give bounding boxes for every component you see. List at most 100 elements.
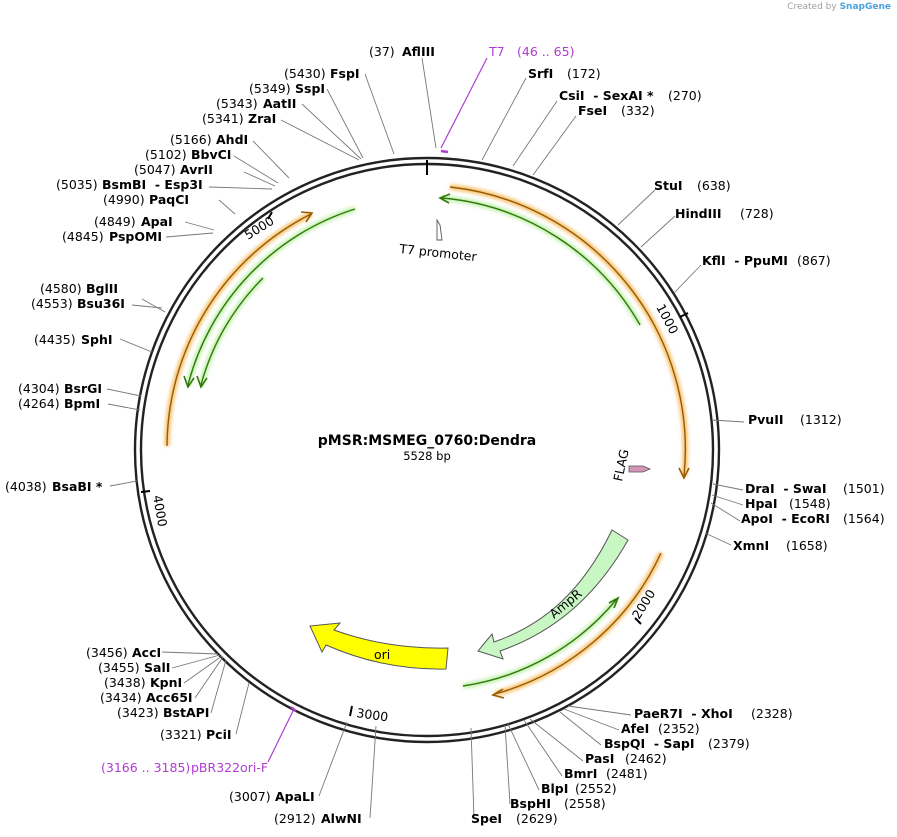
site-hindiii-name[interactable]: HindIII: [675, 206, 722, 221]
site-sspi-pos: (5349): [249, 81, 291, 96]
site-sali-pos: (3455): [98, 660, 140, 675]
site-bspqi-name[interactable]: BspQI - SapI: [604, 736, 694, 751]
primer-t7[interactable]: T7 (46 .. 65): [440, 44, 574, 154]
site-pcii-name[interactable]: PciI: [206, 727, 232, 742]
site-sphi-pos: (4435): [34, 332, 76, 347]
site-fsei-pos: (332): [621, 103, 655, 118]
t7-promoter-feature[interactable]: T7 promoter: [398, 218, 479, 264]
ori-label: ori: [374, 647, 390, 662]
site-apai-pos: (4849): [94, 214, 136, 229]
site-bsrgi-name[interactable]: BsrGI: [64, 381, 102, 396]
site-apali-name[interactable]: ApaLI: [275, 789, 315, 804]
site-spei-name[interactable]: SpeI: [471, 811, 502, 826]
site-xmni-pos: (1658): [786, 538, 828, 553]
orf-green-lower-right: [462, 596, 620, 689]
credit-prefix: Created by: [787, 2, 837, 12]
primer-t7-range: (46 .. 65): [517, 44, 574, 59]
site-kfli-name[interactable]: KflI - PpuMI: [702, 253, 788, 268]
site-apoi-pos: (1564): [843, 511, 885, 526]
primer-pbr322ori-f[interactable]: (3166 .. 3185) pBR322ori-F: [101, 706, 297, 775]
site-acc65i-pos: (3434): [100, 690, 142, 705]
site-avrii-name[interactable]: AvrII: [180, 162, 213, 177]
site-pvuii-name[interactable]: PvuII: [748, 412, 784, 427]
site-bsmbi-pos: (5035): [56, 177, 98, 192]
site-bbvci-pos: (5102): [145, 147, 187, 162]
site-ahdi-pos: (5166): [170, 132, 212, 147]
site-avrii-pos: (5047): [134, 162, 176, 177]
site-sphi-name[interactable]: SphI: [81, 332, 113, 347]
site-apoi-name[interactable]: ApoI - EcoRI: [741, 511, 830, 526]
site-apali-pos: (3007): [229, 789, 271, 804]
site-acci-name[interactable]: AccI: [132, 645, 161, 660]
site-bpmi-name[interactable]: BpmI: [64, 396, 100, 411]
site-bsabi-name[interactable]: BsaBI *: [52, 479, 103, 494]
ampr-feature[interactable]: AmpR: [477, 529, 629, 660]
site-labels: (37) AflIII SrfI (172) CsiI - SexAI * (2…: [5, 44, 885, 826]
site-apai-name[interactable]: ApaI: [141, 214, 173, 229]
site-paer7i-pos: (2328): [751, 706, 793, 721]
tick-4000: 4000: [140, 490, 170, 528]
site-csii-name[interactable]: CsiI - SexAI *: [559, 88, 654, 103]
site-ahdi-name[interactable]: AhdI: [216, 132, 248, 147]
site-drai-pos: (1501): [843, 481, 885, 496]
site-bbvci-name[interactable]: BbvCI: [191, 147, 231, 162]
site-afliii-pos: (37): [369, 44, 395, 59]
site-paqci-pos: (4990): [103, 192, 145, 207]
site-bsu36i-pos: (4553): [31, 296, 73, 311]
orf-arc-lower-right: [490, 551, 664, 699]
site-bglii-name[interactable]: BglII: [86, 281, 118, 296]
site-fspi-name[interactable]: FspI: [330, 66, 360, 81]
site-paer7i-name[interactable]: PaeR7I - XhoI: [634, 706, 733, 721]
site-xmni-name[interactable]: XmnI: [733, 538, 769, 553]
site-bsmbi-name[interactable]: BsmBI - Esp3I: [102, 177, 203, 192]
ori-feature[interactable]: ori: [309, 622, 449, 670]
primer-pbr322ori-f-name: pBR322ori-F: [191, 760, 268, 775]
site-alwni-name[interactable]: AlwNI: [321, 811, 362, 826]
tick-label-4000: 4000: [150, 494, 170, 528]
orf-arc-right: [449, 184, 690, 480]
site-blpi-pos: (2552): [575, 781, 617, 796]
site-srfi-name[interactable]: SrfI: [528, 66, 553, 81]
site-fsei-name[interactable]: FseI: [578, 103, 607, 118]
site-hindiii-pos: (728): [740, 206, 774, 221]
site-blpi-name[interactable]: BlpI: [541, 781, 568, 796]
credit-text: Created by SnapGene: [787, 2, 891, 12]
site-alwni-pos: (2912): [274, 811, 316, 826]
site-sspi-name[interactable]: SspI: [295, 81, 325, 96]
site-acc65i-name[interactable]: Acc65I: [146, 690, 193, 705]
site-bsphi-pos: (2558): [564, 796, 606, 811]
site-bmri-name[interactable]: BmrI: [564, 766, 597, 781]
site-afliii-name[interactable]: AflIII: [402, 44, 435, 59]
flag-feature[interactable]: FLAG: [610, 448, 652, 483]
site-fspi-pos: (5430): [284, 66, 326, 81]
site-pcii-pos: (3321): [160, 727, 202, 742]
tick-2000: 2000: [629, 587, 658, 625]
site-zrai-pos: (5341): [202, 111, 244, 126]
site-zrai-name[interactable]: ZraI: [248, 111, 276, 126]
site-paqci-name[interactable]: PaqCI: [149, 192, 189, 207]
site-stui-pos: (638): [697, 178, 731, 193]
site-leader-lines: [106, 57, 745, 819]
site-afei-name[interactable]: AfeI: [621, 721, 649, 736]
site-kpni-name[interactable]: KpnI: [150, 675, 182, 690]
site-pasi-name[interactable]: PasI: [585, 751, 614, 766]
site-bsu36i-name[interactable]: Bsu36I: [77, 296, 125, 311]
orf-arc-left: [164, 211, 314, 447]
site-pasi-pos: (2462): [625, 751, 667, 766]
site-acci-pos: (3456): [86, 645, 128, 660]
site-sali-name[interactable]: SalI: [144, 660, 170, 675]
site-aatii-name[interactable]: AatII: [263, 96, 296, 111]
site-stui-name[interactable]: StuI: [654, 178, 683, 193]
site-hpai-name[interactable]: HpaI: [745, 496, 778, 511]
flag-label: FLAG: [610, 448, 631, 483]
site-srfi-pos: (172): [567, 66, 601, 81]
site-drai-name[interactable]: DraI - SwaI: [745, 481, 827, 496]
site-bsphi-name[interactable]: BspHI: [510, 796, 551, 811]
site-bglii-pos: (4580): [40, 281, 82, 296]
t7-promoter-label: T7 promoter: [398, 241, 479, 264]
site-kfli-pos: (867): [797, 253, 831, 268]
site-afei-pos: (2352): [658, 721, 700, 736]
site-bstapi-name[interactable]: BstAPI: [163, 705, 209, 720]
primer-t7-name: T7: [488, 44, 505, 59]
site-pspomi-name[interactable]: PspOMI: [109, 229, 162, 244]
